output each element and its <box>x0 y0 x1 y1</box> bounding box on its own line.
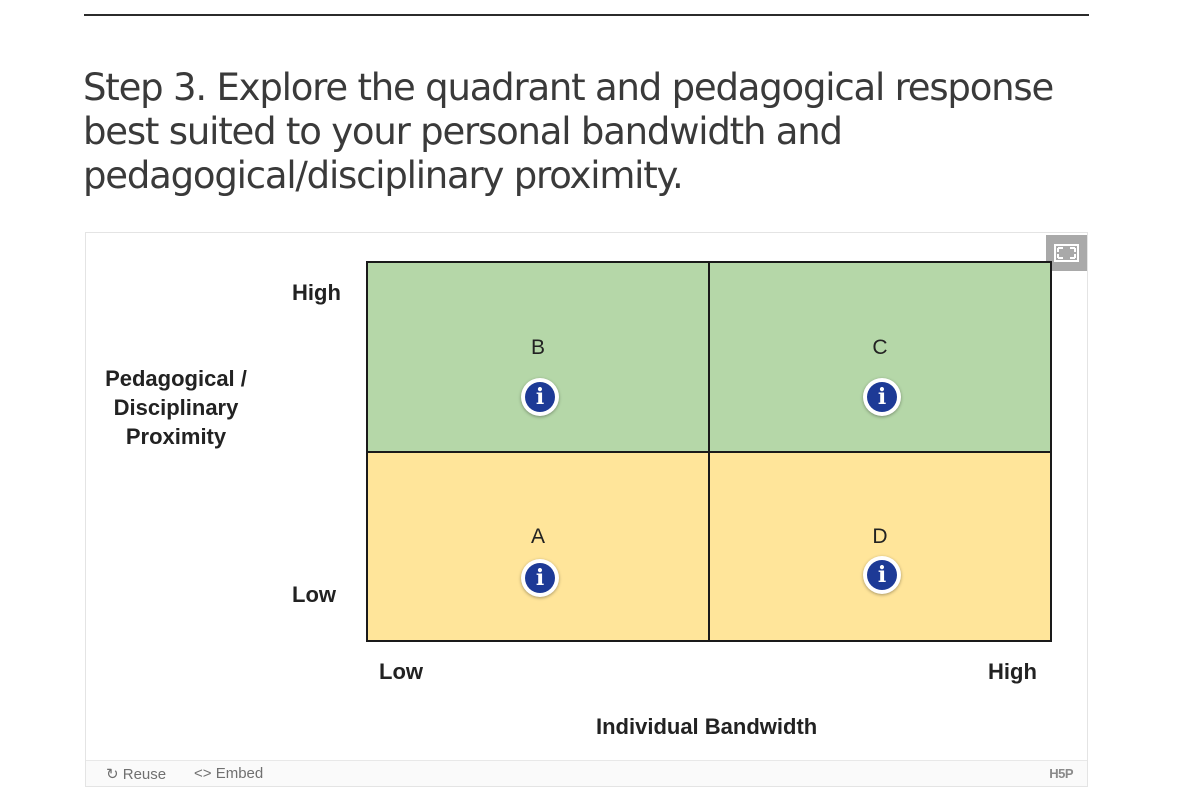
info-icon: i <box>525 563 555 593</box>
y-axis-title: Pedagogical / Disciplinary Proximity <box>96 364 256 451</box>
quadrant-a <box>366 451 710 642</box>
info-icon: i <box>867 560 897 590</box>
y-axis-high-label: High <box>292 280 341 305</box>
x-axis-high-label: High <box>988 659 1037 684</box>
info-hotspot-a[interactable]: i <box>521 559 559 597</box>
page-heading: Step 3. Explore the quadrant and pedagog… <box>83 66 1083 198</box>
reuse-icon: ↻ <box>106 766 119 783</box>
reuse-label: Reuse <box>122 766 167 783</box>
x-axis-title: Individual Bandwidth <box>596 714 818 739</box>
embed-button[interactable]: <> Embed <box>194 765 263 782</box>
info-hotspot-c[interactable]: i <box>863 378 901 416</box>
reuse-button[interactable]: ↻ Reuse <box>106 765 166 783</box>
embed-label: Embed <box>215 765 264 782</box>
top-divider <box>84 14 1089 16</box>
h5p-logo[interactable]: H5P <box>1049 766 1073 781</box>
y-axis-low-label: Low <box>292 582 336 607</box>
quadrant-d-letter: D <box>872 525 888 548</box>
y-axis-title-line-3: Proximity <box>125 424 227 449</box>
embed-icon: <> <box>194 765 212 782</box>
fullscreen-icon <box>1054 244 1079 262</box>
heading-line-3: pedagogical/disciplinary proximity. <box>83 154 684 197</box>
heading-line-2: best suited to your personal bandwidth a… <box>83 110 843 153</box>
heading-line-1: Step 3. Explore the quadrant and pedagog… <box>83 66 1054 109</box>
quadrant-c-letter: C <box>872 336 888 359</box>
y-axis-title-line-2: Disciplinary <box>113 395 239 420</box>
info-icon: i <box>525 382 555 412</box>
fullscreen-button[interactable] <box>1046 235 1087 271</box>
quadrant-b-letter: B <box>530 336 545 359</box>
quadrant-d <box>708 451 1052 642</box>
info-hotspot-d[interactable]: i <box>863 556 901 594</box>
y-axis-title-line-1: Pedagogical / <box>105 366 247 391</box>
x-axis-low-label: Low <box>379 659 423 684</box>
info-hotspot-b[interactable]: i <box>521 378 559 416</box>
info-icon: i <box>867 382 897 412</box>
quadrant-a-letter: A <box>530 525 545 548</box>
quadrant-b <box>366 261 710 453</box>
h5p-footer: ↻ Reuse <> Embed H5P <box>86 760 1087 786</box>
